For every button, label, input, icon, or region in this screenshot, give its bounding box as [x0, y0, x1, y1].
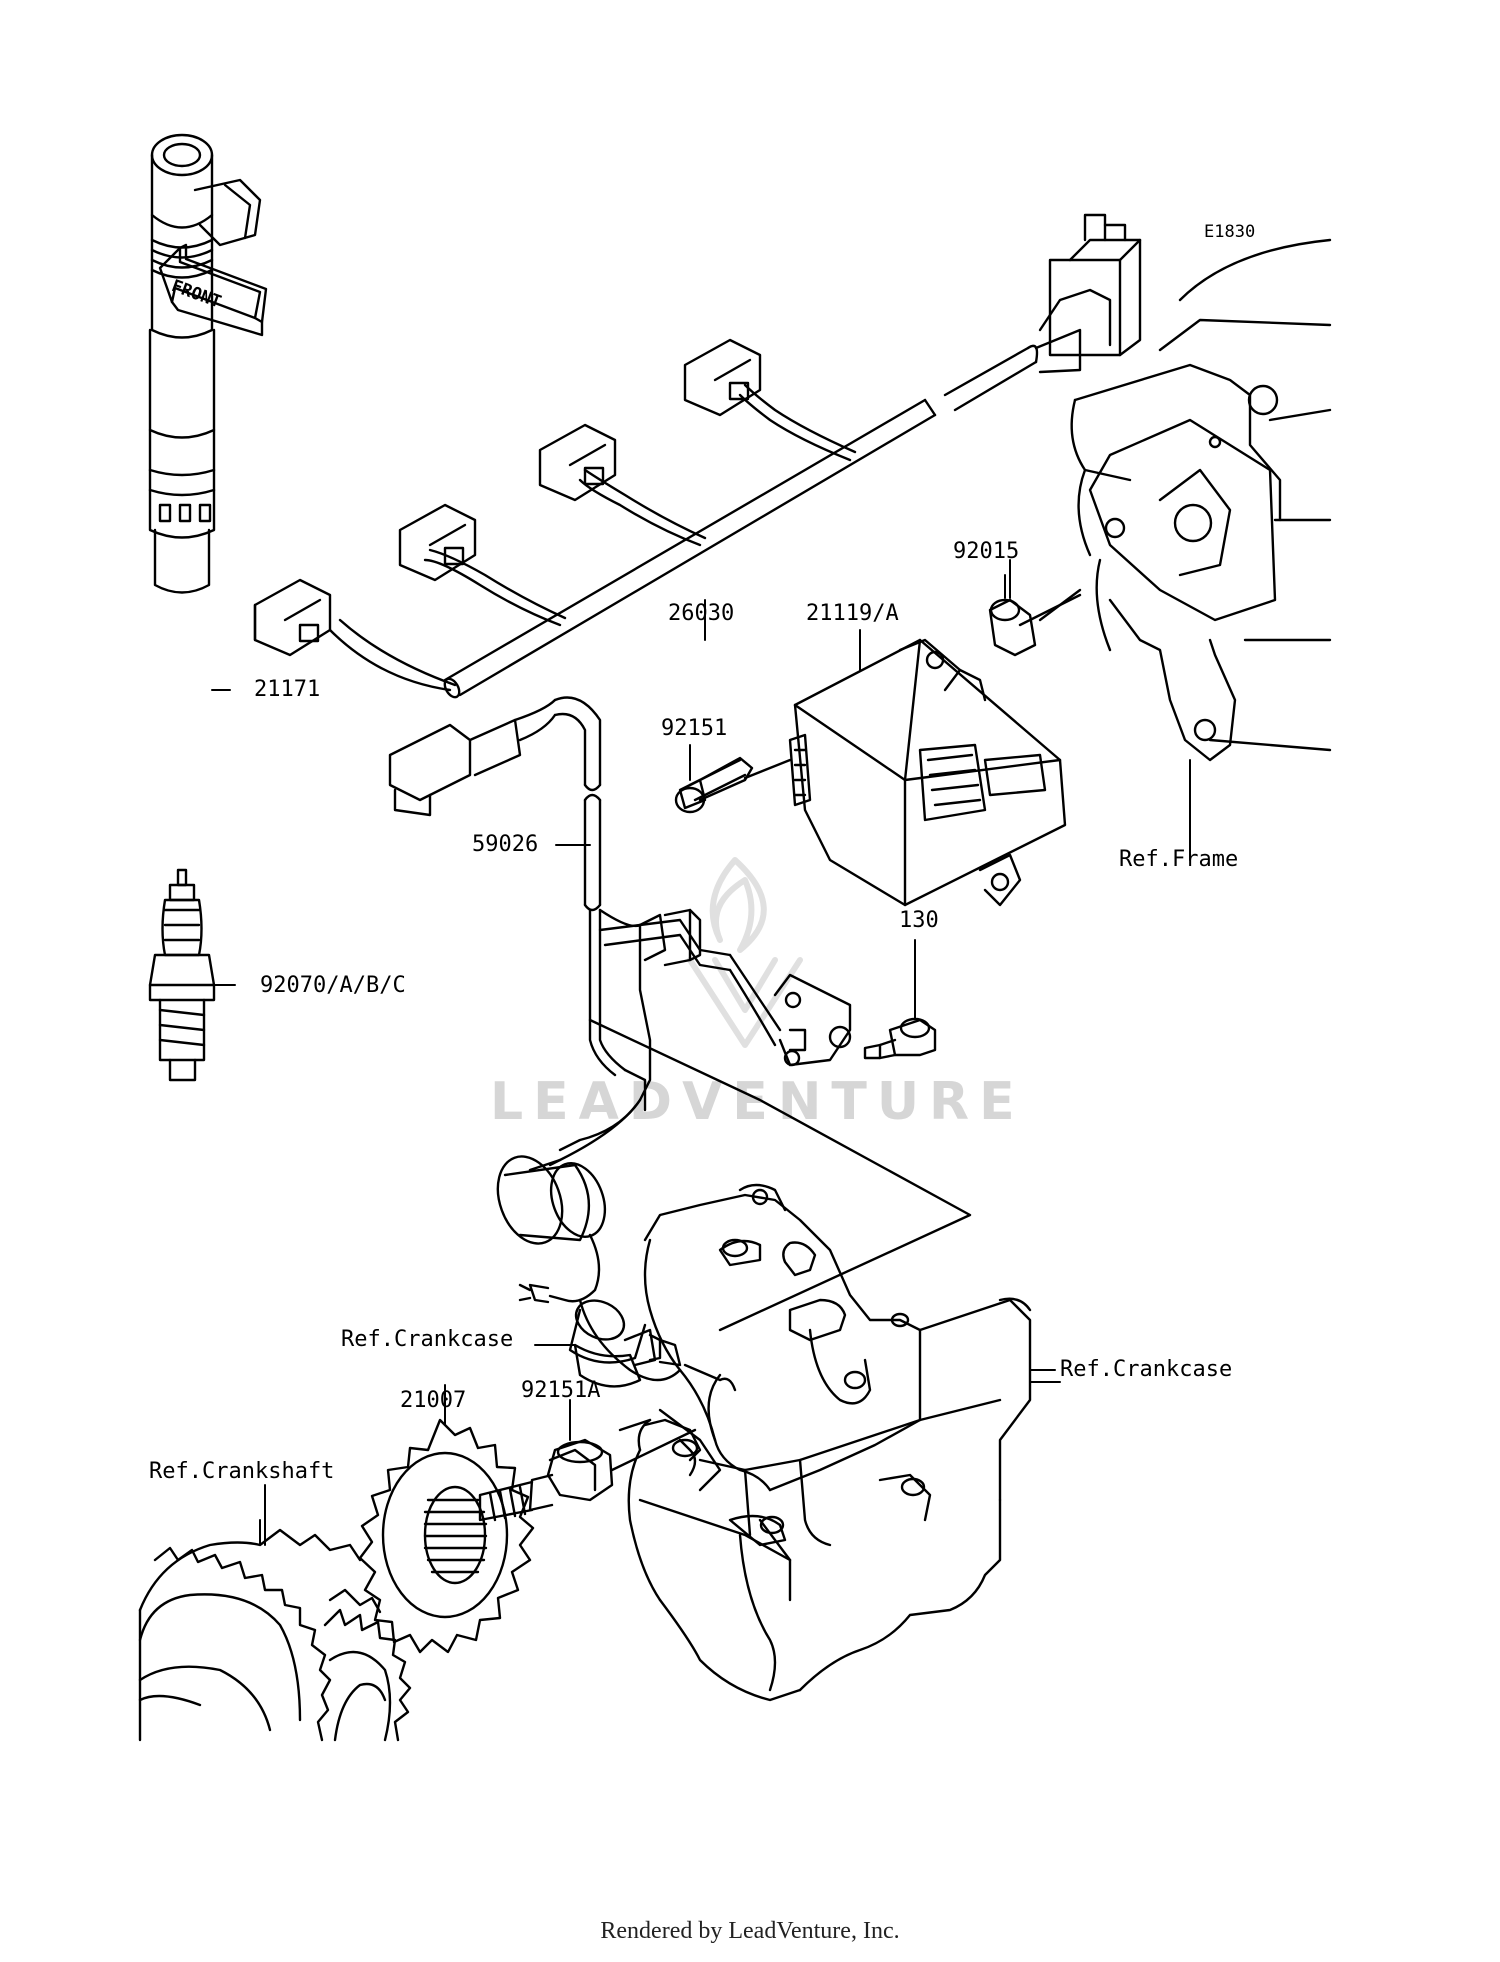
label-92151: 92151 [661, 716, 728, 741]
leader-lines [704, 559, 1191, 1383]
main-harness-26030 [253, 213, 1142, 699]
grommet-92015 [988, 574, 1082, 657]
label-ref-crankshaft: Ref.Crankshaft [149, 1459, 335, 1484]
timing-rotor-21007 [358, 1384, 535, 1654]
diagram-code: E1830 [1204, 222, 1256, 242]
crankcase-drawing [618, 1183, 1056, 1702]
label-59026: 59026 [472, 832, 539, 857]
bolt-92151a [478, 1399, 697, 1522]
footer-credit: Rendered by LeadVenture, Inc. [600, 1918, 900, 1944]
coil-connector [683, 338, 762, 417]
label-130: 130 [899, 908, 939, 933]
sensor-harness-59026 [388, 696, 972, 1332]
bolt-92151 [674, 744, 792, 814]
coil-connector [538, 423, 617, 502]
label-21119: 21119/A [806, 601, 899, 626]
label-21171: 21171 [254, 677, 321, 702]
frame-drawing [1070, 238, 1332, 762]
label-26030: 26030 [668, 601, 735, 626]
label-ref-frame: Ref.Frame [1119, 847, 1239, 872]
label-92151a: 92151A [521, 1378, 601, 1403]
label-92070: 92070/A/B/C [260, 973, 406, 998]
watermark-logo [687, 857, 803, 1048]
label-ref-crankcase-left: Ref.Crankcase [341, 1327, 514, 1352]
bolt-130 [863, 939, 937, 1060]
label-92015: 92015 [953, 539, 1020, 564]
watermark: LEADVENTURE [490, 1072, 1025, 1132]
spark-plug-92070 [148, 868, 236, 1082]
coil-connector [253, 578, 332, 657]
oil-pressure-switch [496, 1098, 737, 1392]
coil-connector [398, 503, 477, 582]
label-21007: 21007 [400, 1388, 467, 1413]
front-arrow-icon [158, 243, 268, 337]
ecu-21119 [788, 588, 1082, 907]
label-ref-crankcase-right: Ref.Crankcase [1060, 1357, 1233, 1382]
crankshaft-drawing [138, 1484, 412, 1742]
ignition-coil-21171 [148, 133, 262, 691]
